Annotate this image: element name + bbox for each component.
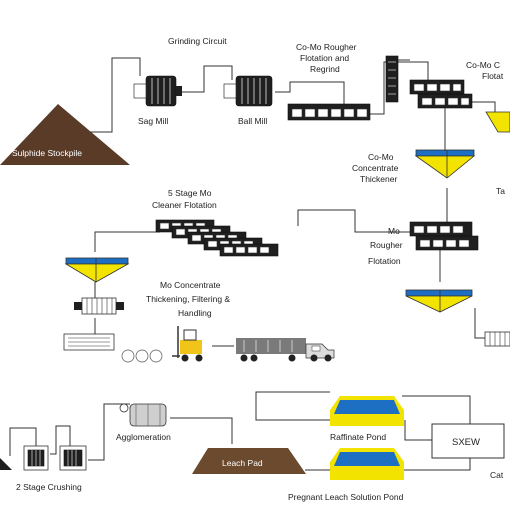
crusher-tertiary — [59, 445, 87, 471]
crusher-primary-icon — [0, 458, 12, 470]
flow-crush-to-agglom — [88, 403, 130, 461]
mo-tailings-thickener — [405, 289, 473, 313]
regrind-column-icon — [385, 55, 399, 103]
right-edge-thickener-partial — [485, 111, 510, 133]
co-mo-thickener-label-line3: Thickener — [360, 174, 397, 184]
flow-lines — [9, 57, 496, 471]
rougher-label-line3: Regrind — [310, 64, 340, 74]
co-mo-thickener-label-line2: Concentrate — [352, 163, 399, 173]
tailings-thickener-icon — [405, 289, 473, 297]
flow-raffinate-to-leach — [255, 391, 330, 421]
forklift — [172, 326, 203, 362]
pregnant-leach-pond — [330, 448, 404, 480]
mo-concentrate-thickener — [64, 257, 130, 283]
sag-mill-drum-icon — [145, 75, 177, 107]
flow-sag-to-ball — [180, 65, 233, 93]
mo-filter-press — [74, 297, 124, 315]
flow-pls-to-sxew — [402, 458, 471, 471]
sulphide-stockpile-label: Sulphide Stockpile — [12, 148, 82, 158]
mo-rougher-cells — [409, 221, 479, 251]
leach-pad-heap-icon — [192, 448, 306, 474]
flow-ball-to-rougher — [275, 81, 345, 104]
mo-conc-label-line3: Handling — [178, 308, 212, 318]
raffinate-pond — [330, 396, 404, 426]
co-mo-rougher-cells — [287, 103, 371, 121]
co-mo-cleaner-cells — [409, 79, 473, 109]
flow-thickener-right — [474, 308, 485, 339]
mo-conc-label-line2: Thickening, Filtering & — [146, 294, 230, 304]
truck-icon — [236, 338, 306, 354]
right-edge-filter-partial — [484, 331, 510, 347]
mo-rougher-label-line1: Mo — [388, 226, 400, 236]
co-mo-thickener-icon — [415, 149, 475, 157]
flow-cleaner-right — [470, 101, 496, 112]
co-mo-thickener-label-line1: Co-Mo — [368, 152, 394, 162]
mo-thickener-icon — [65, 257, 129, 265]
flow-rougher-to-cleaner5 — [297, 209, 415, 233]
stockpile-pile-icon — [0, 104, 130, 165]
flow-stockpile-to-sag — [82, 57, 141, 133]
five-stage-label-line1: 5 Stage Mo — [168, 188, 212, 198]
forklift-icon — [180, 340, 202, 354]
crusher-secondary — [23, 445, 49, 471]
haul-truck — [236, 338, 335, 362]
ta-label-fragment: Ta — [496, 186, 505, 196]
grinding-circuit-label: Grinding Circuit — [168, 36, 227, 46]
five-stage-cleaner-cells — [155, 219, 279, 257]
flow-crush-1 — [9, 427, 37, 456]
raffinate-pond-label: Raffinate Pond — [330, 432, 386, 442]
sxew-plant-icon — [431, 423, 505, 459]
cleaner-label-line2: Flotat — [482, 71, 504, 81]
mo-rougher-label-line2: Rougher — [370, 240, 403, 250]
sxew-label: SXEW — [452, 437, 480, 448]
cleaner-stage-5 — [219, 243, 279, 257]
cleaner-label-line1: Co-Mo C — [466, 60, 500, 70]
mo-dryer — [63, 333, 115, 351]
rougher-label-line1: Co-Mo Rougher — [296, 42, 357, 52]
mo-conc-label-line1: Mo Concentrate — [160, 280, 221, 290]
sag-mill: Sag Mill — [133, 75, 182, 126]
two-stage-crushing-label: 2 Stage Crushing — [16, 482, 82, 492]
co-mo-thickener — [414, 149, 476, 179]
agglomeration-label: Agglomeration — [116, 432, 171, 442]
edge-filter-icon — [484, 331, 510, 347]
flow-sxew-return — [402, 395, 471, 424]
cathode-label-fragment: Cat — [490, 470, 504, 480]
sag-mill-label: Sag Mill — [138, 116, 168, 126]
mo-rougher-label-line3: Flotation — [368, 256, 401, 266]
edge-thickener-icon — [485, 111, 510, 133]
leach-pad: Leach Pad — [192, 448, 306, 474]
crusher-primary-partial — [0, 458, 12, 470]
ball-mill-label: Ball Mill — [238, 116, 267, 126]
agglomeration-drum — [119, 403, 167, 427]
five-stage-label-line2: Cleaner Flotation — [152, 200, 217, 210]
pregnant-pond-label: Pregnant Leach Solution Pond — [288, 492, 404, 502]
flow-agglom-to-leach — [170, 417, 233, 444]
flow-sxew-to-raffinate — [404, 420, 432, 441]
leach-pad-label: Leach Pad — [222, 458, 263, 468]
ball-mill: Ball Mill — [223, 75, 273, 126]
mo-bags — [121, 349, 163, 363]
flow-rougher-to-cleaner — [370, 61, 429, 115]
flow-crush-2 — [50, 425, 71, 455]
sxew-box: SXEW — [431, 423, 505, 459]
sulphide-stockpile: Sulphide Stockpile — [0, 104, 130, 165]
flow-cleaner5-to-mo-thickener — [94, 231, 160, 252]
rougher-label-line2: Flotation and — [300, 53, 349, 63]
regrind-mill — [385, 55, 399, 103]
bag-icon — [121, 349, 135, 363]
